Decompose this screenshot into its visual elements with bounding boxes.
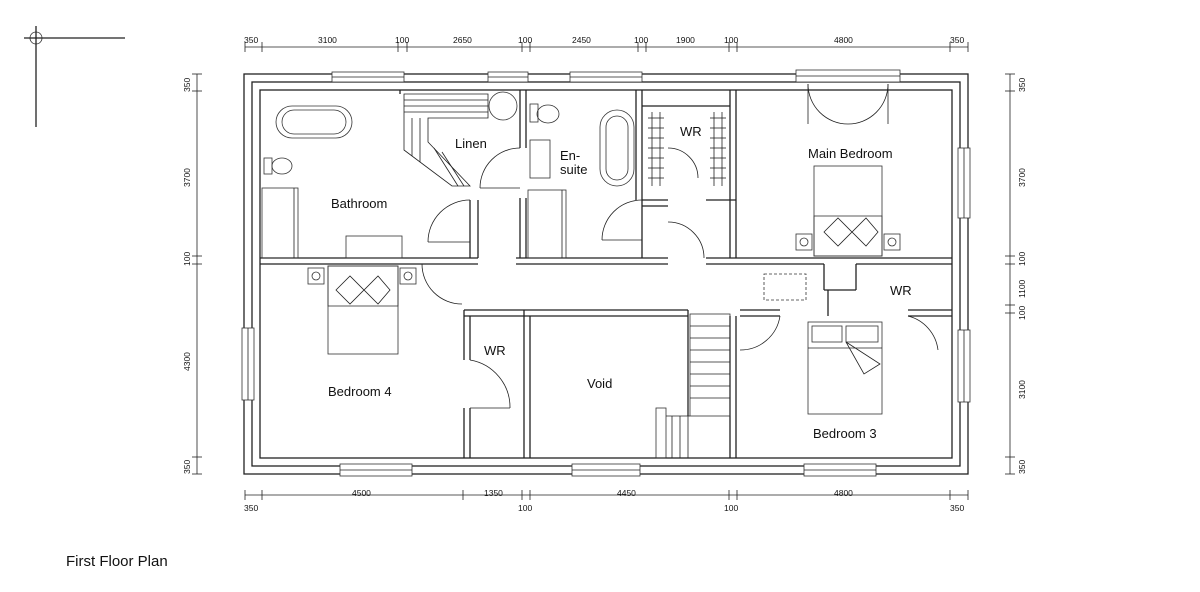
door-swings [421,83,939,409]
ceiling-hatch [763,273,807,301]
main-bedroom-bed [795,165,901,257]
dimension-labels-right: 350 3700 100 1100 100 3100 350 [1017,78,1027,474]
basin-icon [488,91,518,121]
room-wr-right-label: WR [890,283,912,298]
dimension-lines [192,42,1015,500]
room-labels: Bathroom Linen En- suite WR Main Bedroom… [328,124,912,441]
room-bedroom-4-label: Bedroom 4 [328,384,392,399]
room-void-label: Void [587,376,612,391]
ensuite-vanity-icon [529,139,551,179]
crosshair-mark [24,26,125,127]
dim-bottom-upper-0: 4500 [352,488,371,498]
dim-right-6: 350 [1017,460,1027,474]
vanity-icon [345,235,403,259]
room-bathroom-label: Bathroom [331,196,387,211]
dim-right-2: 100 [1017,252,1027,266]
linen-shelves [403,93,489,187]
bathroom-fixtures [261,91,518,259]
dim-left-1: 3700 [182,168,192,187]
stairs [655,313,731,459]
bedside-lamp-icon [307,267,325,285]
dim-bottom-lower-3: 350 [950,503,964,513]
dim-right-5: 3100 [1017,380,1027,399]
dim-left-3: 4300 [182,352,192,371]
room-wr-top-label: WR [680,124,702,139]
room-bedroom-3-label: Bedroom 3 [813,426,877,441]
toilet-icon [271,157,293,175]
dim-left-2: 100 [182,252,192,266]
dimension-labels-bottom: 4500 1350 4450 4800 350 100 100 350 [244,488,964,513]
dim-top-6: 100 [634,35,648,45]
wardrobe-rails [648,112,726,186]
dim-top-0: 350 [244,35,258,45]
dim-top-4: 100 [518,35,532,45]
dim-right-0: 350 [1017,78,1027,92]
dim-bottom-upper-1: 1350 [484,488,503,498]
room-wr-left-label: WR [484,343,506,358]
bedroom-4-bed [307,265,417,355]
bedside-lamp-icon [883,233,901,251]
ensuite-toilet-icon [536,104,560,124]
room-main-bedroom-label: Main Bedroom [808,146,893,161]
dimension-labels-top: 350 3100 100 2650 100 2450 100 1900 100 … [244,35,964,45]
dim-top-7: 1900 [676,35,695,45]
room-ensuite-label-1: En- [560,148,580,163]
dim-top-8: 100 [724,35,738,45]
shower-icon [261,187,299,259]
ensuite-shower-icon [527,189,567,259]
ensuite-bath-icon [599,109,635,187]
dim-top-5: 2450 [572,35,591,45]
dim-left-4: 350 [182,460,192,474]
room-linen-label: Linen [455,136,487,151]
dimension-labels-left: 350 3700 100 4300 350 [182,78,192,474]
dim-right-3: 1100 [1017,279,1027,298]
dim-bottom-lower-0: 350 [244,503,258,513]
bedside-lamp-icon [795,233,813,251]
dim-bottom-lower-2: 100 [724,503,738,513]
bathtub-icon [275,105,353,139]
dim-bottom-lower-1: 100 [518,503,532,513]
dim-top-3: 2650 [453,35,472,45]
ensuite-fixtures [527,103,635,259]
dim-top-10: 350 [950,35,964,45]
windows [241,69,971,477]
dim-left-0: 350 [182,78,192,92]
plan-title: First Floor Plan [66,553,168,570]
bedside-lamp-icon [399,267,417,285]
dim-top-2: 100 [395,35,409,45]
dim-top-9: 4800 [834,35,853,45]
dim-top-1: 3100 [318,35,337,45]
dim-bottom-upper-2: 4450 [617,488,636,498]
bedroom-3-bed [807,321,883,415]
room-ensuite-label-2: suite [560,162,587,177]
dim-bottom-upper-3: 4800 [834,488,853,498]
dim-right-4: 100 [1017,306,1027,320]
dim-right-1: 3700 [1017,168,1027,187]
